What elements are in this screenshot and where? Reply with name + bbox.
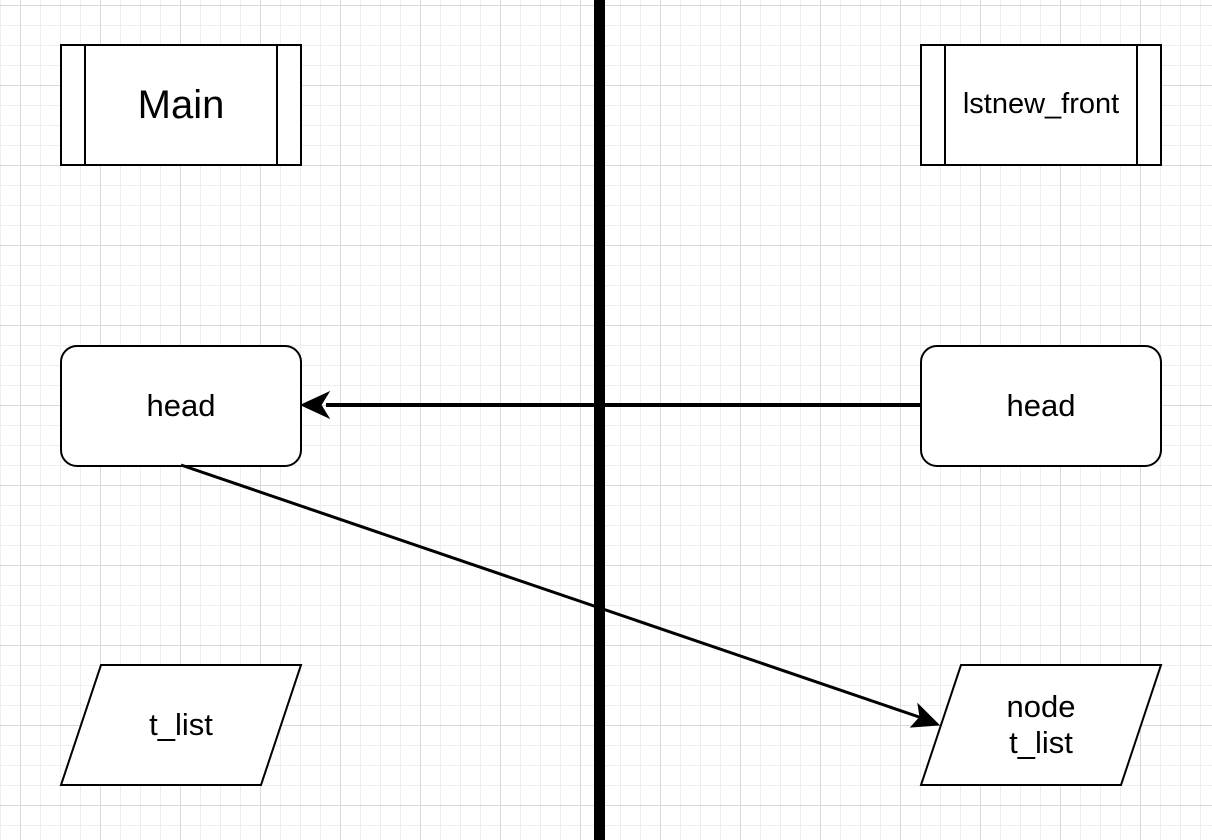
- arrow-head-right-to-head-left[interactable]: [299, 390, 921, 420]
- lstnew-front-process-box[interactable]: [920, 44, 1162, 166]
- main-process-box[interactable]: [60, 44, 302, 166]
- node-t-list-right-shape[interactable]: [919, 664, 1163, 786]
- head-left-box[interactable]: [60, 345, 302, 467]
- t-list-left-shape[interactable]: [59, 664, 303, 786]
- arrow-head-left-to-node-t-list[interactable]: [180, 463, 941, 728]
- head-right-box[interactable]: [920, 345, 1162, 467]
- center-divider-line: [594, 0, 605, 840]
